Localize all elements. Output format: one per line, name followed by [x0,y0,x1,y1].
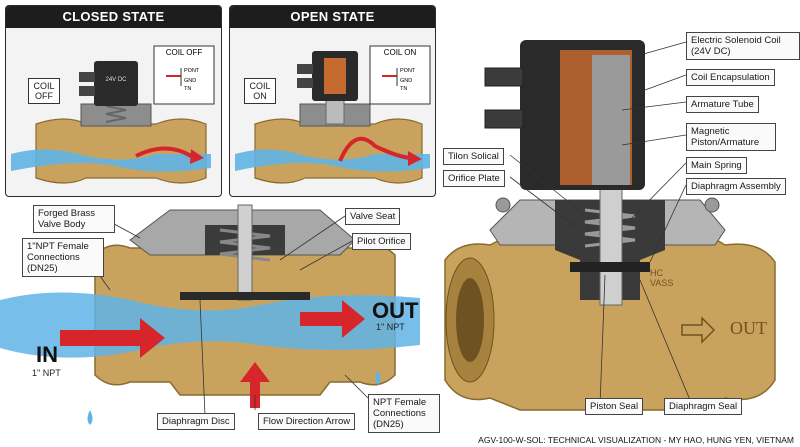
callout-diaphragm-assembly: Diaphragm Assembly [686,178,786,195]
valve-out-marking: OUT [730,318,767,338]
callout-npt-connections: 1"NPT Female Connections (DN25) [22,238,104,277]
open-state-panel: OPEN STATE COIL ON COIL ON PONT GND TN [229,5,436,197]
closed-circuit-label-2: GND [184,78,197,84]
callout-solenoid-coil: Electric Solenoid Coil (24V DC) [686,32,800,60]
closed-state-panel: CLOSED STATE 24V DC COIL OFF COIL OFF PO… [5,5,222,197]
callout-diaphragm-disc: Diaphragm Disc [157,413,235,430]
callout-flow-direction-arrow: Flow Direction Arrow [258,413,356,430]
out-size-label: 1" NPT [376,322,405,332]
closed-coil-tag: COIL OFF [28,78,60,104]
out-label: OUT [372,298,419,323]
closed-circuit-label-1: PONT [184,68,200,74]
open-coil-tag: COIL ON [244,78,276,104]
callout-main-spring: Main Spring [686,157,747,174]
closed-state-title: CLOSED STATE [6,6,221,28]
in-label: IN [36,342,58,367]
callout-armature-tube: Armature Tube [686,96,759,113]
callout-piston-seal: Piston Seal [585,398,644,415]
callout-tilon-solical: Tilon Solical [443,148,504,165]
callout-npt-female: NPT Female Connections (DN25) [368,394,440,433]
callout-diaphragm-seal: Diaphragm Seal [664,398,743,415]
callout-coil-encapsulation: Coil Encapsulation [686,69,775,86]
closed-coil-label: 24V DC [105,77,127,83]
footer-caption: AGV-100-W-SOL: TECHNICAL VISUALIZATION -… [478,435,794,445]
callout-orifice-plate: Orifice Plate [443,170,505,187]
in-size-label: 1" NPT [32,368,61,378]
callout-valve-seat: Valve Seat [345,208,401,225]
closed-coil-box-title: COIL OFF [165,48,203,57]
closed-circuit-label-3: TN [184,86,192,92]
open-circuit-label-1: PONT [400,68,416,74]
callout-magnetic-piston: Magnetic Piston/Armature [686,123,776,151]
closed-valve-illustration: 24V DC [11,45,215,184]
callout-pilot-orifice: Pilot Orifice [352,233,411,250]
valve-body-text: HC VASS [650,268,674,288]
open-circuit-label-3: TN [400,86,408,92]
open-valve-illustration [235,45,431,184]
callout-forged-brass: Forged Brass Valve Body [33,205,115,233]
open-circuit-label-2: GND [400,78,413,84]
open-coil-box-title: COIL ON [383,48,417,57]
open-state-title: OPEN STATE [230,6,435,28]
